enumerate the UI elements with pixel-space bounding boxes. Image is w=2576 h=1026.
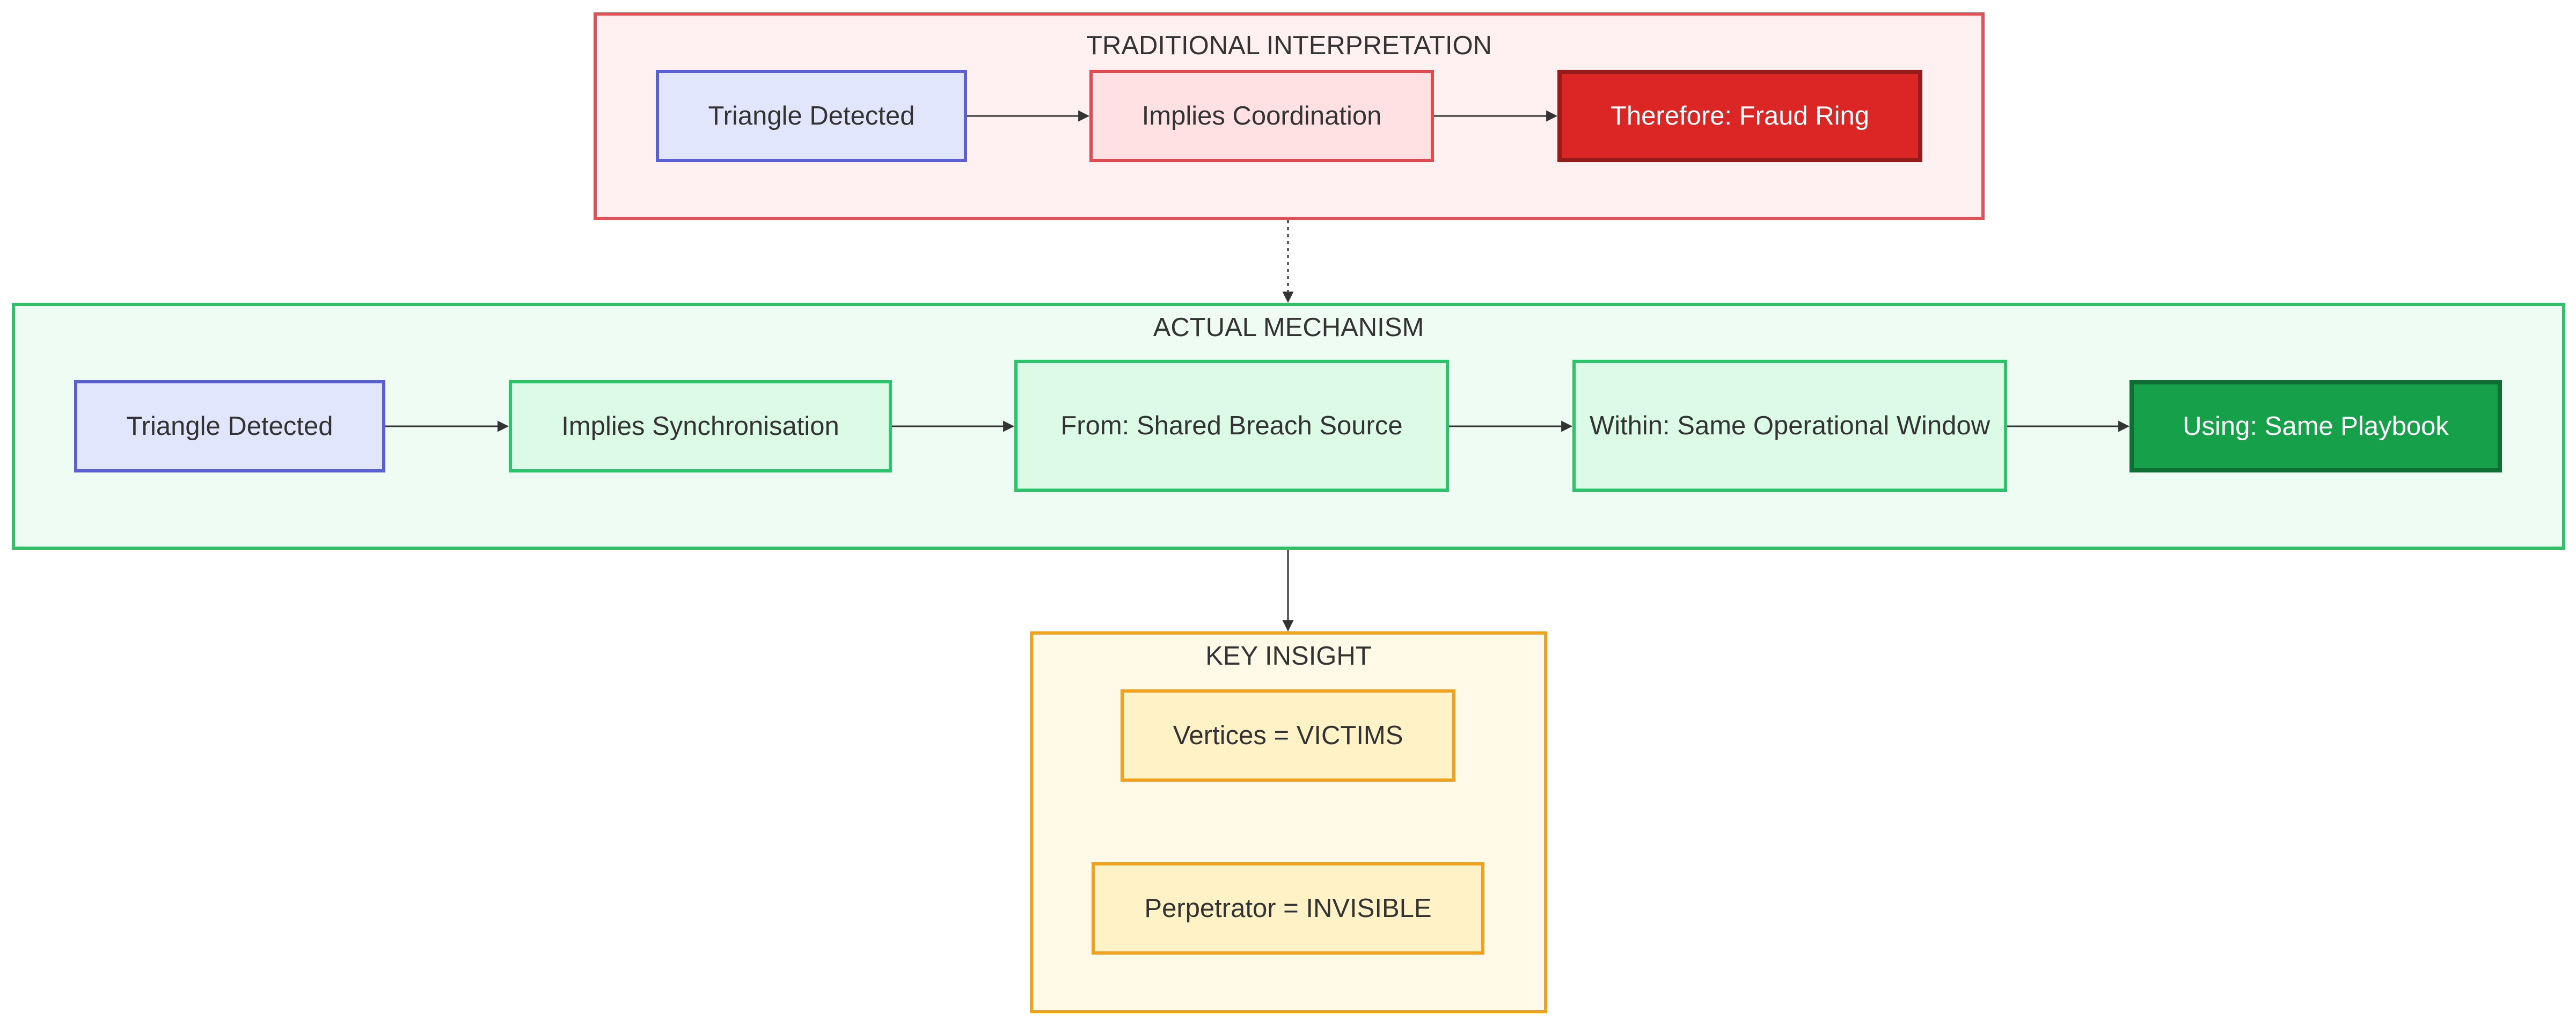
- node-implies-coordination-label: Implies Coordination: [1141, 101, 1382, 130]
- node-implies-coordination: Implies Coordination: [1089, 70, 1434, 162]
- node-implies-synchronisation-label: Implies Synchronisation: [561, 411, 839, 441]
- node-same-operational-window: Within: Same Operational Window: [1572, 360, 2007, 492]
- node-fraud-ring: Therefore: Fraud Ring: [1557, 70, 1922, 162]
- key-insight-title: KEY INSIGHT: [1205, 642, 1372, 671]
- node-traditional-triangle-detected-label: Triangle Detected: [708, 101, 915, 130]
- node-perpetrator-invisible: Perpetrator = INVISIBLE: [1092, 862, 1484, 955]
- node-traditional-triangle-detected: Triangle Detected: [656, 70, 967, 162]
- node-perpetrator-invisible-label: Perpetrator = INVISIBLE: [1144, 893, 1432, 923]
- node-same-playbook-label: Using: Same Playbook: [2183, 411, 2449, 441]
- node-implies-synchronisation: Implies Synchronisation: [509, 380, 892, 472]
- node-shared-breach-source: From: Shared Breach Source: [1014, 360, 1449, 492]
- node-same-playbook: Using: Same Playbook: [2129, 380, 2502, 472]
- node-shared-breach-source-label: From: Shared Breach Source: [1060, 411, 1403, 440]
- key-insight-group: KEY INSIGHT: [1030, 631, 1547, 1013]
- node-actual-triangle-detected-label: Triangle Detected: [126, 411, 333, 441]
- node-vertices-victims: Vertices = VICTIMS: [1121, 689, 1455, 782]
- node-actual-triangle-detected: Triangle Detected: [74, 380, 385, 472]
- node-fraud-ring-label: Therefore: Fraud Ring: [1610, 101, 1870, 130]
- actual-mechanism-title: ACTUAL MECHANISM: [1153, 313, 1424, 342]
- traditional-interpretation-title: TRADITIONAL INTERPRETATION: [1086, 31, 1492, 60]
- node-same-operational-window-label: Within: Same Operational Window: [1589, 411, 1990, 440]
- node-vertices-victims-label: Vertices = VICTIMS: [1173, 721, 1403, 750]
